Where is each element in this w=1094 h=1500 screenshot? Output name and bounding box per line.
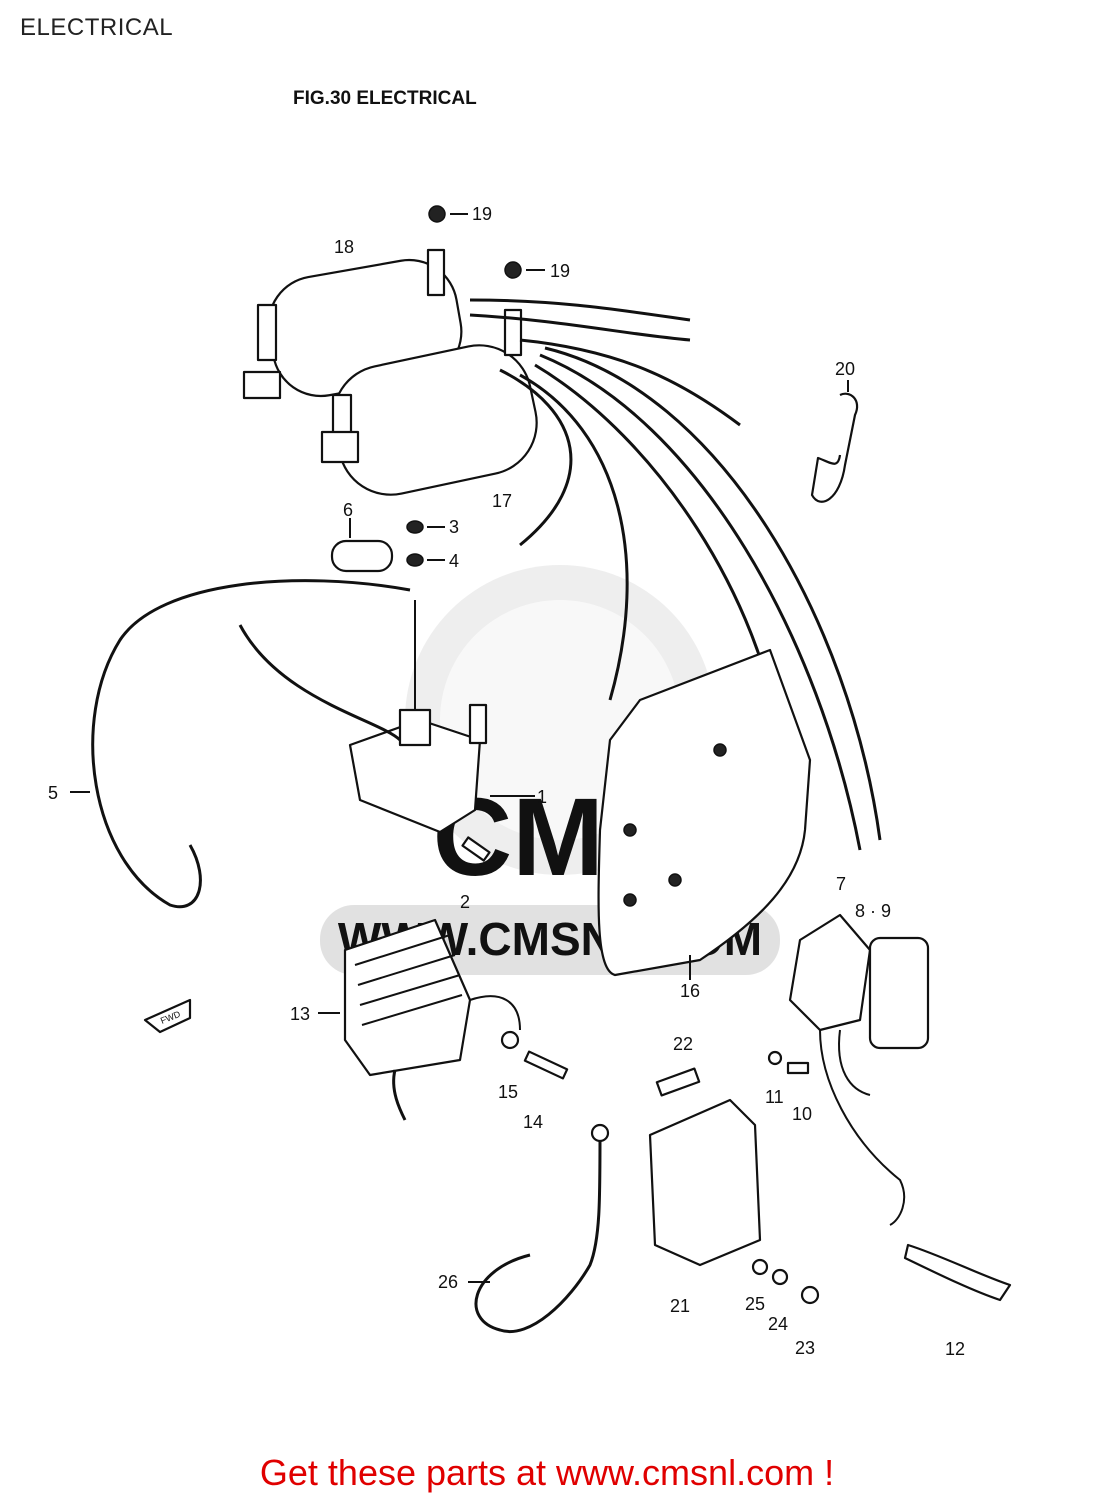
screw-2 bbox=[461, 836, 491, 862]
ignition-coil-17 bbox=[320, 308, 538, 496]
part-label-21: 21 bbox=[670, 1296, 690, 1316]
nut-19b bbox=[504, 261, 522, 279]
part-label-11: 11 bbox=[765, 1087, 784, 1107]
part-label-25: 25 bbox=[745, 1294, 765, 1314]
part-label-18: 18 bbox=[334, 237, 354, 257]
bracket-16 bbox=[597, 648, 812, 977]
part-label-4: 4 bbox=[449, 551, 459, 571]
part-label-8-9: 8 · 9 bbox=[855, 901, 891, 921]
starter-relay-1 bbox=[238, 600, 535, 834]
part-label-19a: 19 bbox=[472, 204, 492, 224]
part-label-22: 22 bbox=[673, 1034, 693, 1054]
figure-title: FIG.30 ELECTRICAL bbox=[293, 88, 477, 109]
part-label-23: 23 bbox=[795, 1338, 815, 1358]
part-label-19b: 19 bbox=[550, 261, 570, 281]
part-label-16: 16 bbox=[680, 981, 700, 1001]
clamp-20 bbox=[810, 392, 859, 503]
part-label-13: 13 bbox=[290, 1004, 310, 1024]
fuse-box-7 bbox=[788, 913, 930, 1226]
part-label-17: 17 bbox=[492, 491, 512, 511]
part-label-10: 10 bbox=[792, 1104, 812, 1124]
page-title: ELECTRICAL bbox=[20, 14, 174, 41]
nut-19a bbox=[428, 205, 446, 223]
bolt-22 bbox=[655, 1067, 701, 1097]
forward-direction-arrow: FWD bbox=[143, 998, 192, 1034]
part-label-24: 24 bbox=[768, 1314, 788, 1334]
washer-4 bbox=[406, 553, 424, 567]
part-label-7: 7 bbox=[836, 874, 846, 894]
bolt-14 bbox=[523, 1050, 569, 1080]
terminal-cover-6 bbox=[330, 539, 394, 573]
washer-24 bbox=[771, 1268, 789, 1286]
part-label-6: 6 bbox=[343, 500, 353, 520]
washer-11 bbox=[767, 1050, 783, 1066]
screw-10 bbox=[786, 1061, 810, 1075]
shop-cta-link[interactable]: Get these parts at www.cmsnl.com ! bbox=[259, 1452, 835, 1493]
part-number-labels: 1 2 3 4 5 6 7 8 · 9 10 11 12 13 14 15 16… bbox=[48, 204, 965, 1359]
part-label-20: 20 bbox=[835, 359, 855, 379]
regulator-rectifier-13 bbox=[318, 918, 521, 1121]
part-label-15: 15 bbox=[498, 1082, 518, 1102]
part-label-3: 3 bbox=[449, 517, 459, 537]
washer-15 bbox=[500, 1030, 520, 1050]
washer-25 bbox=[751, 1258, 769, 1276]
part-label-14: 14 bbox=[523, 1112, 543, 1132]
nut-3 bbox=[406, 520, 424, 534]
part-label-2: 2 bbox=[460, 892, 470, 912]
battery-cable-5 bbox=[91, 579, 411, 909]
screw-23 bbox=[800, 1285, 820, 1305]
part-label-26: 26 bbox=[438, 1272, 458, 1292]
part-label-1: 1 bbox=[537, 787, 547, 807]
part-label-12: 12 bbox=[945, 1339, 965, 1359]
strap-12 bbox=[903, 1243, 1012, 1302]
ground-wire-26 bbox=[474, 1134, 602, 1333]
part-label-5: 5 bbox=[48, 783, 58, 803]
unit-21 bbox=[648, 1098, 762, 1267]
